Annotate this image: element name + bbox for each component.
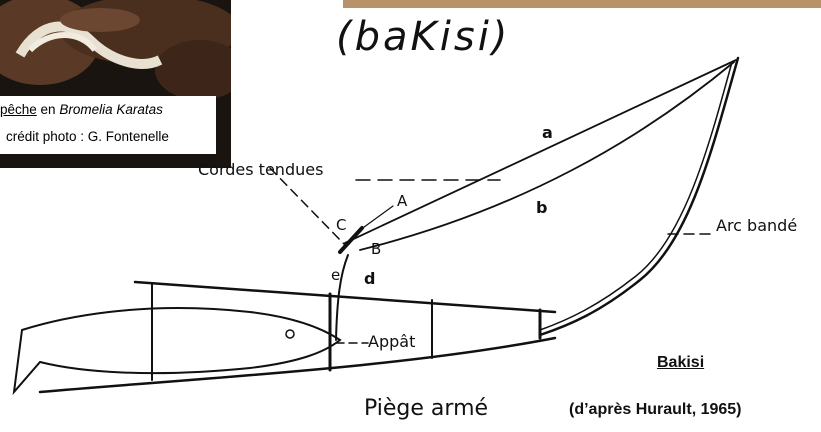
bent-bow-inner bbox=[539, 61, 733, 331]
photo-credit: crédit photo : G. Fontenelle bbox=[6, 129, 169, 144]
bent-bow bbox=[538, 56, 740, 337]
photo-caption: pêche en Bromelia Karatas crédit photo :… bbox=[0, 96, 216, 154]
cord-b bbox=[359, 61, 735, 251]
top-photo-strip bbox=[343, 0, 821, 8]
label-a: a bbox=[542, 123, 553, 142]
label-B: B bbox=[371, 240, 382, 258]
frame-bottom bbox=[38, 336, 557, 394]
fish-eye bbox=[285, 329, 295, 339]
fish-tail bbox=[12, 329, 41, 396]
frame-top bbox=[133, 280, 557, 314]
trigger-d bbox=[335, 254, 349, 341]
photo-inset bbox=[0, 0, 231, 168]
label-A: A bbox=[397, 192, 408, 210]
caption-species: Bromelia Karatas bbox=[59, 102, 163, 117]
caption-line: pêche en Bromelia Karatas bbox=[0, 102, 163, 117]
fish-body bbox=[21, 307, 342, 375]
label-e: e bbox=[331, 266, 341, 284]
hand-with-fiber-photo bbox=[0, 0, 231, 168]
side-title-bakisi: Bakisi bbox=[657, 354, 705, 371]
caption-underlined-word: pêche bbox=[0, 102, 37, 117]
cord-a bbox=[344, 59, 737, 244]
label-cordes-tendues: Cordes tendues bbox=[198, 160, 324, 179]
label-d: d bbox=[364, 269, 376, 288]
trigger-C bbox=[338, 226, 364, 254]
caption-middle: en bbox=[36, 102, 60, 117]
source-citation: (d’après Hurault, 1965) bbox=[569, 401, 742, 418]
cord-leader-dashed bbox=[269, 167, 346, 246]
A-leader bbox=[359, 205, 394, 231]
label-b: b bbox=[536, 198, 548, 217]
label-piege-arme: Piège armé bbox=[364, 396, 489, 421]
label-appat: Appât bbox=[368, 332, 416, 351]
handwritten-title: (baKisi) bbox=[336, 14, 511, 60]
label-arc-bande: Arc bandé bbox=[716, 216, 798, 235]
label-C: C bbox=[336, 216, 347, 234]
